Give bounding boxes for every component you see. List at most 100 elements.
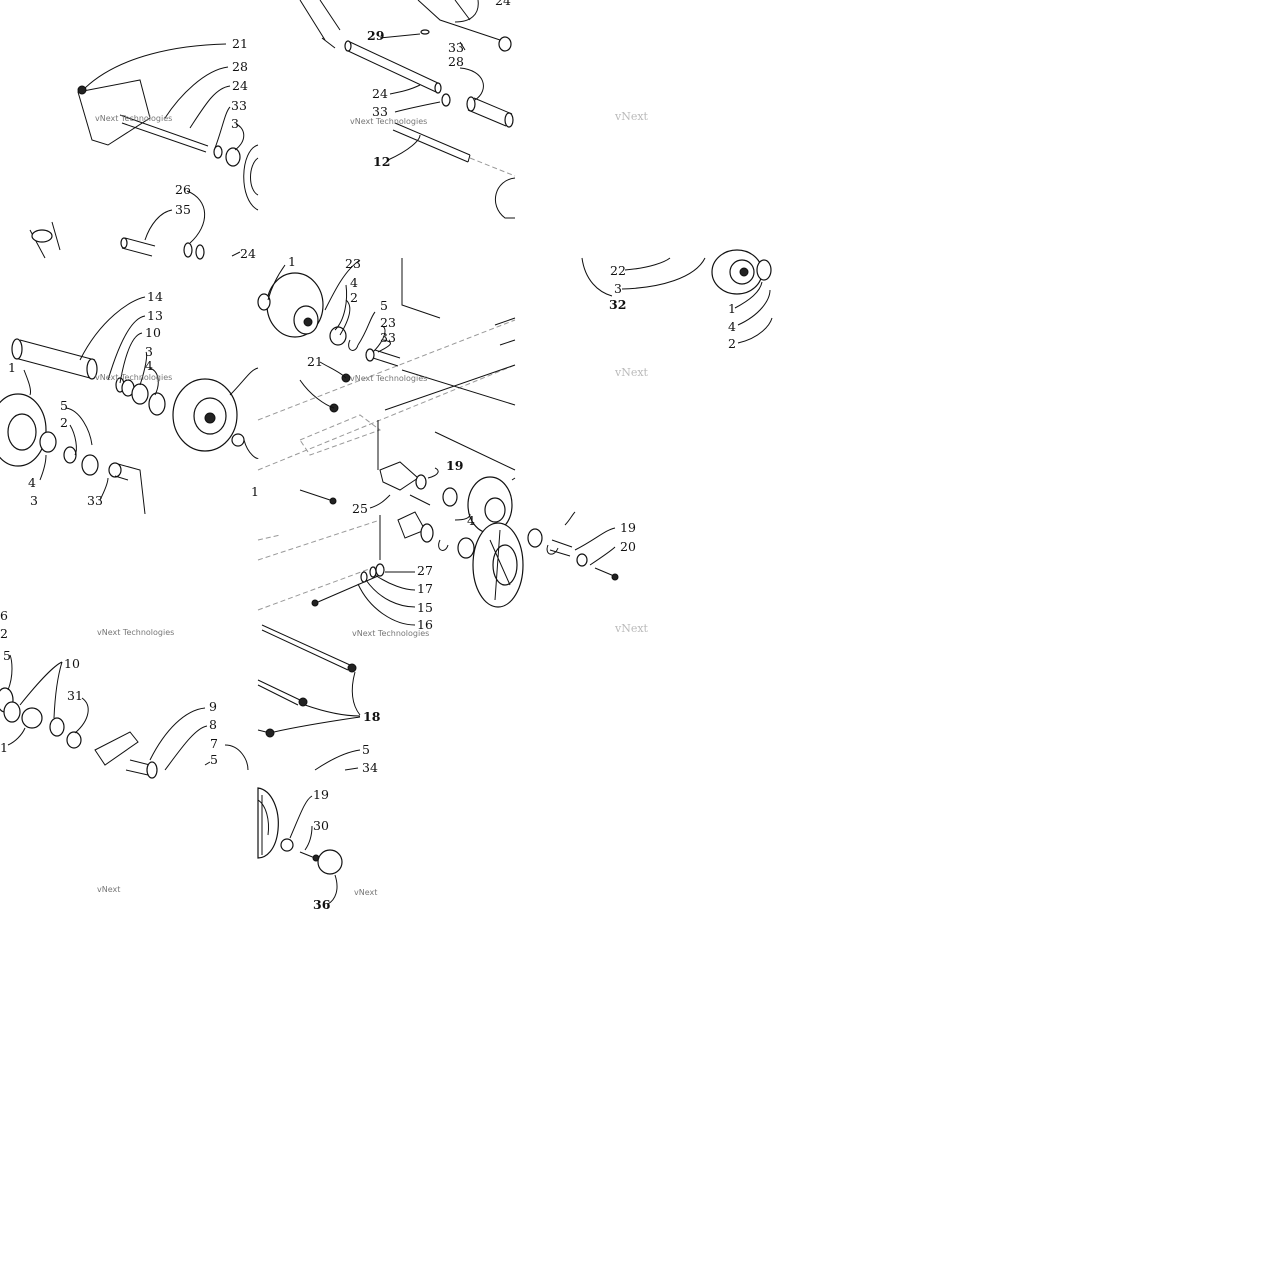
shaft-12: [392, 122, 471, 163]
tube-28: [467, 97, 513, 127]
callout-7: 7: [210, 736, 218, 751]
callout-10: 10: [145, 325, 161, 340]
callout-23: 23: [345, 256, 361, 271]
frame-rail: [257, 319, 516, 471]
callout-23b: 23: [380, 315, 396, 330]
watermark-faint: vNext: [614, 366, 649, 379]
callout-19a: 19: [446, 458, 463, 473]
callout-12: 12: [373, 154, 390, 169]
wheel-partial: [243, 144, 259, 211]
tile-middle-left: 14 13 10 3 4 1 5 2 4 33 3 vNext Technolo…: [0, 289, 259, 515]
spacer-35: [121, 237, 156, 257]
callout-18: 18: [363, 709, 381, 724]
callout-33d: 33: [87, 493, 103, 508]
callout-3b: 3: [614, 281, 622, 296]
watermark-text: vNext Technologies: [350, 374, 427, 383]
cylinder-end: [495, 177, 516, 219]
callout-3: 3: [231, 116, 239, 131]
rod-18a: [261, 624, 351, 671]
watermark-faint: vNext: [614, 622, 649, 635]
callout-5b: 5: [380, 298, 388, 313]
callout-1c: 1: [288, 254, 296, 269]
watermark-text: vNext Technologies: [95, 373, 172, 382]
callout-29: 29: [367, 28, 384, 43]
callout-33e: 33: [380, 330, 396, 345]
callout-33: 33: [231, 98, 247, 113]
washer-33b: [441, 93, 451, 107]
callout-35: 35: [175, 202, 191, 217]
callout-31: 31: [67, 688, 83, 703]
callout-21b: 21: [307, 354, 323, 369]
bolt-1: [299, 489, 331, 501]
callout-28b: 28: [448, 54, 464, 69]
bearing-3c: [131, 383, 149, 405]
callout-33c: 33: [372, 104, 388, 119]
callout-3d: 3: [30, 493, 38, 508]
watermark-faint: vNext: [614, 110, 649, 123]
bracket-lower: [94, 731, 139, 766]
callout-24-top: 24: [495, 0, 511, 8]
callout-22: 22: [610, 263, 626, 278]
callout-24b: 24: [240, 246, 256, 261]
callout-14: 14: [147, 289, 163, 304]
spacer-33d: [108, 462, 122, 478]
bearing-3: [225, 147, 241, 167]
callout-28: 28: [232, 59, 248, 74]
callout-24c: 24: [372, 86, 388, 101]
callout-15: 15: [417, 600, 433, 615]
callout-3c: 3: [145, 344, 153, 359]
callout-1e: 1: [0, 740, 8, 755]
watermark-text: vNext Technologies: [350, 117, 427, 126]
callout-30: 30: [313, 818, 329, 833]
callout-1b: 1: [8, 360, 16, 375]
callout-2b: 2: [60, 415, 68, 430]
bolt-16: [317, 575, 379, 603]
callout-5e: 5: [362, 742, 370, 757]
callout-4b: 4: [145, 358, 153, 373]
callout-36: 36: [313, 897, 331, 912]
tile-center: 1 23 4 2 5 23 33 21 19 1 25 vNext Techno…: [251, 254, 516, 534]
callout-32: 32: [609, 297, 626, 312]
callout-13: 13: [147, 308, 163, 323]
callout-19c: 19: [313, 787, 329, 802]
callout-5a: 5: [60, 398, 68, 413]
tile-top-middle: 29 33 28 24 33 12 24 vNext Technologies …: [299, 0, 649, 219]
callout-19b: 19: [620, 520, 636, 535]
callout-21: 21: [232, 36, 248, 51]
rod-18b: [257, 679, 301, 706]
bolt-30: [299, 851, 316, 859]
callout-5c: 5: [3, 648, 11, 663]
pin-29: [420, 29, 430, 35]
callout-1a: 1: [728, 301, 736, 316]
washer-33: [213, 145, 223, 159]
callout-27: 27: [417, 563, 433, 578]
cap-36: [317, 849, 343, 875]
callout-9: 9: [209, 699, 217, 714]
shock-body: [299, 0, 341, 41]
washer-19c: [280, 838, 294, 852]
callout-2c: 2: [350, 290, 358, 305]
tube-9: [125, 759, 151, 776]
tile-top-left: 21 28 24 33 3 26 35 24 vNext Technologie…: [29, 36, 259, 261]
tile-right-strip: 22 3 32 1 4 2 vNext: [581, 249, 773, 379]
tile-bottom: 19 30 36 vNext vNext: [97, 787, 377, 912]
callout-25: 25: [352, 501, 368, 516]
washer-31: [66, 731, 82, 749]
callout-4d: 4: [350, 275, 358, 290]
callout-4e: 4: [467, 513, 475, 528]
watermark-text: vNext Technologies: [97, 628, 174, 637]
bolt-20: [594, 567, 615, 577]
callout-4a: 4: [728, 319, 736, 334]
nut-21: [77, 85, 87, 95]
callout-34: 34: [362, 760, 378, 775]
rod-24: [345, 41, 441, 93]
callout-6: 6: [0, 608, 8, 623]
callout-2d: 2: [0, 626, 8, 641]
callout-16: 16: [417, 617, 433, 632]
rod-18c: [265, 728, 275, 738]
callout-33b: 33: [448, 40, 464, 55]
callout-4c: 4: [28, 475, 36, 490]
shaft-28: [119, 114, 209, 153]
callout-5d: 5: [210, 752, 218, 767]
